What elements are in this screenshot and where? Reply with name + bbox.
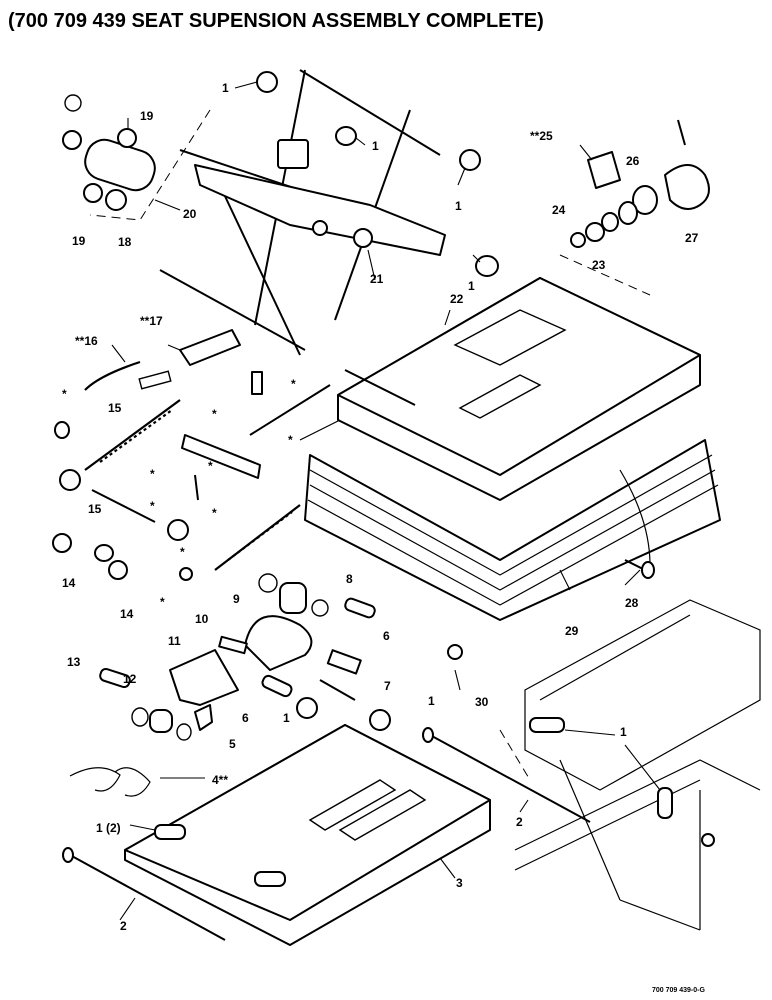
callout-label: 9 bbox=[233, 592, 240, 606]
callout-label: 23 bbox=[592, 258, 606, 272]
cam-assembly bbox=[99, 573, 463, 741]
callout-label: **17 bbox=[140, 314, 163, 328]
callout-label: 20 bbox=[183, 207, 197, 221]
rods-2 bbox=[62, 727, 591, 941]
callout-label: 1 bbox=[428, 694, 435, 708]
knob-cluster-23-27 bbox=[559, 119, 710, 296]
callout-label: 21 bbox=[370, 272, 384, 286]
callout-label: **25 bbox=[530, 129, 553, 143]
callout-label: 18 bbox=[118, 235, 132, 249]
springs bbox=[84, 329, 301, 571]
scissor-frame bbox=[159, 69, 446, 356]
callout-label: 6 bbox=[383, 629, 390, 643]
callout-label: 28 bbox=[625, 596, 639, 610]
callout-label: 30 bbox=[475, 695, 489, 709]
wire-spring-4 bbox=[69, 767, 151, 797]
callout-label: 27 bbox=[685, 231, 699, 245]
callout-label: * bbox=[150, 467, 155, 481]
callout-label: 8 bbox=[346, 572, 353, 586]
drawing-number: 700 709 439-0-G bbox=[652, 987, 705, 994]
callout-label: 3 bbox=[456, 876, 463, 890]
callout-label: 24 bbox=[552, 203, 566, 217]
bellows-29 bbox=[299, 419, 721, 621]
callout-label: 15 bbox=[88, 502, 102, 516]
callout-label: 1 bbox=[372, 139, 379, 153]
screw-28 bbox=[624, 559, 655, 579]
callout-label: 1 bbox=[468, 279, 475, 293]
callout-label: * bbox=[208, 459, 213, 473]
callout-label: 19 bbox=[140, 109, 154, 123]
callout-label: 14 bbox=[120, 607, 134, 621]
callout-label: 12 bbox=[123, 672, 137, 686]
callout-label: * bbox=[62, 387, 67, 401]
callout-label: 2 bbox=[516, 815, 523, 829]
callout-label: 1 bbox=[620, 725, 627, 739]
callout-label: 14 bbox=[62, 576, 76, 590]
callout-label: * bbox=[150, 499, 155, 513]
callout-label: 22 bbox=[450, 292, 464, 306]
callout-label: 4** bbox=[212, 773, 228, 787]
callout-label: 1 (2) bbox=[96, 821, 121, 835]
callout-label: 13 bbox=[67, 655, 81, 669]
callout-label: * bbox=[160, 595, 165, 609]
leader-lines bbox=[111, 81, 661, 921]
callout-label: * bbox=[291, 377, 296, 391]
diagram-title: (700 709 439 SEAT SUPENSION ASSEMBLY COM… bbox=[8, 10, 544, 32]
bushing-parts-1 bbox=[256, 71, 499, 277]
callout-label: * bbox=[288, 433, 293, 447]
seat-top-22 bbox=[337, 277, 701, 501]
callout-label: 26 bbox=[626, 154, 640, 168]
callout-label: 2 bbox=[120, 919, 127, 933]
callout-label: 6 bbox=[242, 711, 249, 725]
callout-label: 19 bbox=[72, 234, 86, 248]
pins-and-levers bbox=[52, 371, 331, 581]
callout-label: * bbox=[212, 407, 217, 421]
callout-label: 29 bbox=[565, 624, 579, 638]
base-plate-3 bbox=[124, 724, 491, 946]
callout-label: 15 bbox=[108, 401, 122, 415]
callout-label: 1 bbox=[455, 199, 462, 213]
callout-label: **16 bbox=[75, 334, 98, 348]
damper-cluster-18-20 bbox=[62, 94, 211, 221]
callout-label: 7 bbox=[384, 679, 391, 693]
callout-label: 5 bbox=[229, 737, 236, 751]
callout-label: 1 bbox=[283, 711, 290, 725]
callout-label: 11 bbox=[168, 634, 181, 648]
callout-label: 10 bbox=[195, 612, 209, 626]
callout-label: * bbox=[212, 506, 217, 520]
callout-label: * bbox=[180, 545, 185, 559]
callout-label: 1 bbox=[222, 81, 229, 95]
assembled-view bbox=[499, 599, 761, 931]
